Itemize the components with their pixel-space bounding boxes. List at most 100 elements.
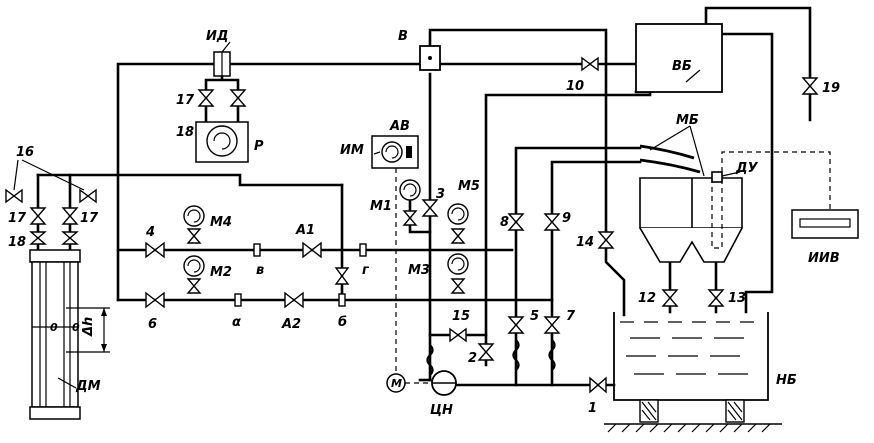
valve-m5	[450, 228, 466, 244]
label-valve-18-r: 18	[176, 125, 194, 140]
valve-m4	[186, 228, 202, 244]
label-valve-1: 1	[588, 401, 597, 416]
label-valve-3: 3	[436, 187, 445, 202]
label-node-b: б	[338, 315, 347, 330]
label-node-alpha: α	[232, 315, 241, 330]
label-valve-8: 8	[500, 215, 509, 230]
valve-17-id-left	[197, 89, 215, 107]
label-valve-17-dm-right: 17	[80, 211, 99, 226]
label-valve-19: 19	[822, 81, 840, 96]
valve-m3	[450, 278, 466, 294]
valves	[5, 56, 819, 394]
pressure-sensor-id	[213, 51, 231, 77]
valve-a2	[284, 291, 304, 309]
label-valve-13: 13	[728, 291, 746, 306]
label-mb: МБ	[676, 113, 699, 128]
label-iiv: ИИВ	[808, 251, 840, 266]
label-valve-5: 5	[530, 309, 539, 324]
motor-m	[386, 373, 432, 393]
manometer-m3	[447, 253, 469, 275]
pump-cn	[431, 370, 457, 396]
valve-18-left	[29, 231, 47, 245]
valve-15	[449, 327, 467, 343]
label-valve-2: 2	[468, 351, 477, 366]
label-a1: А1	[295, 223, 315, 238]
valve-14	[597, 231, 615, 249]
valve-m2	[186, 278, 202, 294]
valve-3	[421, 199, 439, 217]
label-valve-16: 16	[16, 145, 34, 160]
valve-ag	[334, 267, 350, 285]
valve-2	[477, 343, 495, 361]
labels: ИД В ВБ МБ ДУ ИИВ НБ ЦН М Р ИМ АВ А1 А2 …	[8, 29, 840, 418]
label-node-v: в	[256, 263, 264, 278]
label-m1: М1	[370, 199, 392, 214]
valve-17-id-right	[229, 89, 247, 107]
label-m5: М5	[458, 179, 480, 194]
level-meter-iiv	[791, 209, 859, 239]
dh-label: Δh	[81, 317, 96, 337]
label-m: М	[391, 377, 402, 390]
valve-10	[581, 56, 599, 72]
label-v: В	[398, 29, 408, 44]
valve-16-left	[5, 188, 23, 204]
lower-tank-nb	[604, 312, 782, 433]
valve-a1	[302, 241, 322, 259]
valve-19	[801, 77, 819, 95]
label-nb: НБ	[776, 373, 797, 388]
dm-zero-right: 0	[72, 321, 80, 334]
pipelines	[36, 6, 812, 387]
manometer-m4	[183, 205, 205, 227]
label-vb: ВБ	[672, 59, 692, 74]
upper-tank-vb	[635, 23, 723, 93]
differential-manometer: 0 0 Δh ДМ	[29, 173, 110, 420]
label-cn: ЦН	[430, 403, 453, 418]
label-valve-6: 6	[148, 317, 157, 332]
label-valve-14: 14	[576, 235, 594, 250]
manometer-m2	[183, 255, 205, 277]
valve-body-v	[419, 45, 441, 71]
label-valve-15: 15	[452, 309, 470, 324]
label-m2: М2	[210, 265, 232, 280]
valve-13	[707, 289, 725, 307]
valve-1	[589, 376, 607, 394]
recorder-r	[195, 121, 249, 163]
label-valve-10: 10	[566, 79, 584, 94]
label-id: ИД	[206, 29, 228, 44]
dm-zero-left: 0	[50, 321, 58, 334]
label-m3: М3	[408, 263, 430, 278]
valve-8	[507, 213, 525, 231]
measuring-tanks-mb	[639, 144, 743, 263]
label-valve-9: 9	[562, 211, 571, 226]
valve-18-right	[61, 231, 79, 245]
valve-m1	[402, 210, 418, 226]
pressure-taps	[234, 243, 367, 307]
valve-12	[661, 289, 679, 307]
manometers	[183, 179, 469, 277]
label-im: ИМ	[340, 143, 364, 158]
label-node-g: г	[362, 263, 370, 278]
label-a2: А2	[281, 317, 301, 332]
label-valve-17-id: 17	[176, 93, 195, 108]
label-av: АВ	[389, 119, 410, 134]
valve-7	[543, 316, 561, 334]
valve-9	[543, 213, 561, 231]
label-m4: М4	[210, 215, 232, 230]
label-du: ДУ	[735, 161, 759, 176]
valve-17-left	[29, 207, 47, 225]
dm-label: ДМ	[75, 379, 101, 394]
label-valve-4: 4	[145, 225, 155, 240]
label-r: Р	[254, 139, 264, 154]
label-valve-12: 12	[638, 291, 656, 306]
valve-16-right	[79, 188, 97, 204]
valve-6	[145, 291, 165, 309]
label-valve-17-dm-left: 17	[8, 211, 27, 226]
label-valve-18-dm: 18	[8, 235, 26, 250]
manometer-m1	[399, 179, 421, 201]
valve-4	[145, 241, 165, 259]
valve-5	[507, 316, 525, 334]
label-valve-7: 7	[566, 309, 576, 324]
valve-17-right	[61, 207, 79, 225]
manometer-m5	[447, 203, 469, 225]
